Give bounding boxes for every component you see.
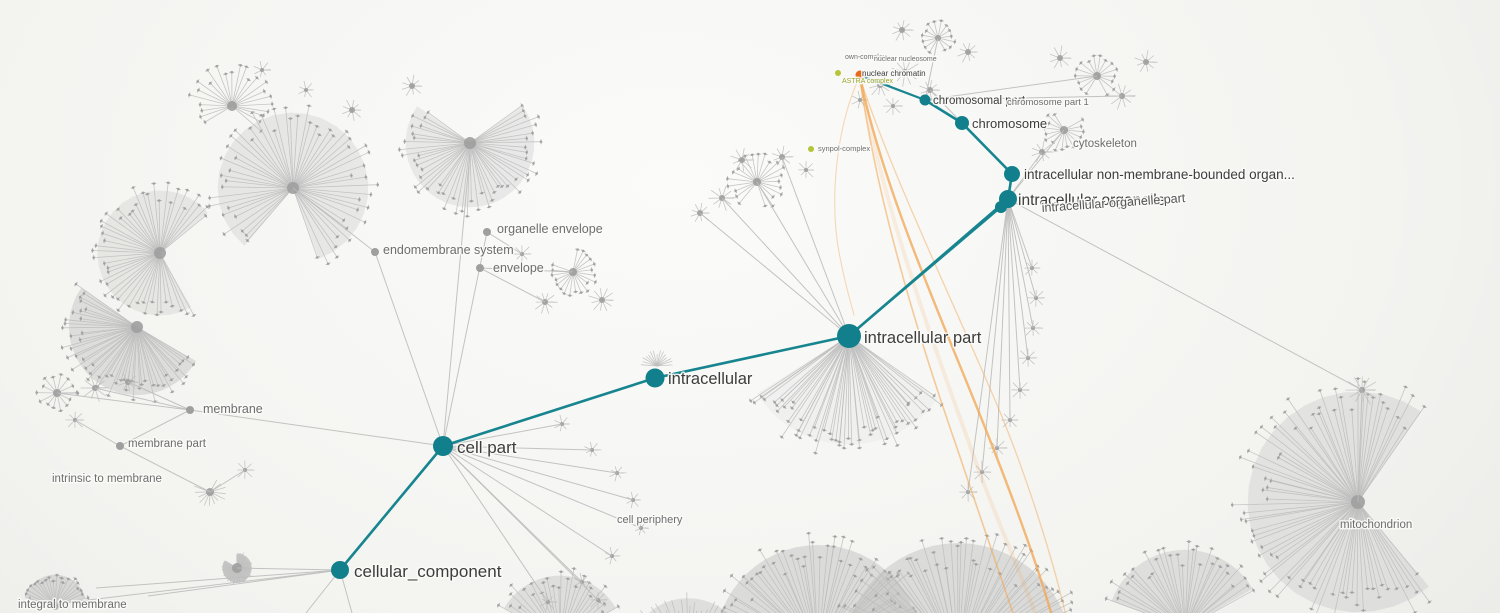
term-label-cytoskeleton: cytoskeleton (1073, 138, 1137, 150)
term-label-integral-to-membrane: integral to membrane (18, 599, 127, 611)
gray-hub-node[interactable] (476, 264, 484, 272)
term-label-endomembrane-system: endomembrane system (383, 243, 514, 257)
node-label-intracellular-organelle[interactable]: intracellular organelle (1017, 191, 1167, 211)
graph-node-intracellular-part[interactable] (837, 324, 861, 348)
graph-node-intracellular-non-membrane-bounded-organelle[interactable] (1004, 166, 1020, 182)
graph-node-intracellular-organelle[interactable] (999, 190, 1017, 208)
background-fan-clusters (24, 19, 1432, 613)
node-label-cell-part[interactable]: cell part (456, 437, 519, 459)
graph-node-chromosomal-part[interactable] (919, 94, 931, 106)
node-label-intracellular-part[interactable]: intracellular part (863, 328, 984, 349)
term-label-cell-periphery: cell periphery (617, 514, 683, 526)
term-label-nuclear-nucleosome: nuclear nucleosome (874, 56, 937, 63)
term-label-membrane: membrane (203, 402, 263, 416)
term-label-membrane-part: membrane part (128, 438, 207, 450)
graph-node-cellular-component[interactable] (331, 561, 349, 579)
gray-hub-node[interactable] (186, 406, 194, 414)
term-label-nuclear-chromatin: nuclear chromatin (862, 69, 926, 78)
graph-node-synpol-complex-node[interactable] (808, 146, 814, 152)
fan-fill (1111, 549, 1253, 613)
term-label-astra-complex: ASTRA complex (842, 78, 893, 85)
term-label-synpol-complex: synpol-complex (818, 144, 870, 153)
term-label-intrinsic-to-membrane: intrinsic to membrane (52, 473, 162, 485)
highlighted-association-edges (834, 76, 1066, 613)
gray-hub-node[interactable] (483, 228, 491, 236)
graph-node-astra-complex-node[interactable] (835, 70, 841, 76)
term-label-envelope: envelope (493, 261, 544, 275)
term-label-own-complex: own-complex (845, 54, 887, 61)
term-label-mitochondrion: mitochondrion (1340, 519, 1412, 531)
graph-node-chromosome[interactable] (955, 116, 969, 130)
fan-fill (24, 574, 86, 606)
node-label-intracellular[interactable]: intracellular (667, 369, 755, 390)
term-label-chromosome-part-1: chromosome part 1 (1007, 97, 1089, 108)
node-label-chromosome[interactable]: chromosome (971, 115, 1049, 133)
graph-node-intracellular[interactable] (645, 368, 665, 388)
node-label-cellular-component[interactable]: cellular_component (353, 561, 504, 583)
fan-fill (721, 545, 915, 613)
gray-hub-node[interactable] (116, 442, 124, 450)
graph-node-nuclear-chromatin-node[interactable] (855, 70, 865, 80)
fan-fill (648, 598, 728, 613)
gray-hub-node[interactable] (371, 248, 379, 256)
node-label-chromosomal-part[interactable]: chromosomal part (932, 94, 1028, 109)
graph-gray-edges (54, 37, 1363, 613)
node-label-intracellular-non-membrane-bounded-organelle[interactable]: intracellular non-membrane-bounded organ… (1023, 166, 1297, 184)
graph-node-cell-part[interactable] (433, 436, 453, 456)
term-label-organelle-envelope: organelle envelope (497, 222, 603, 236)
